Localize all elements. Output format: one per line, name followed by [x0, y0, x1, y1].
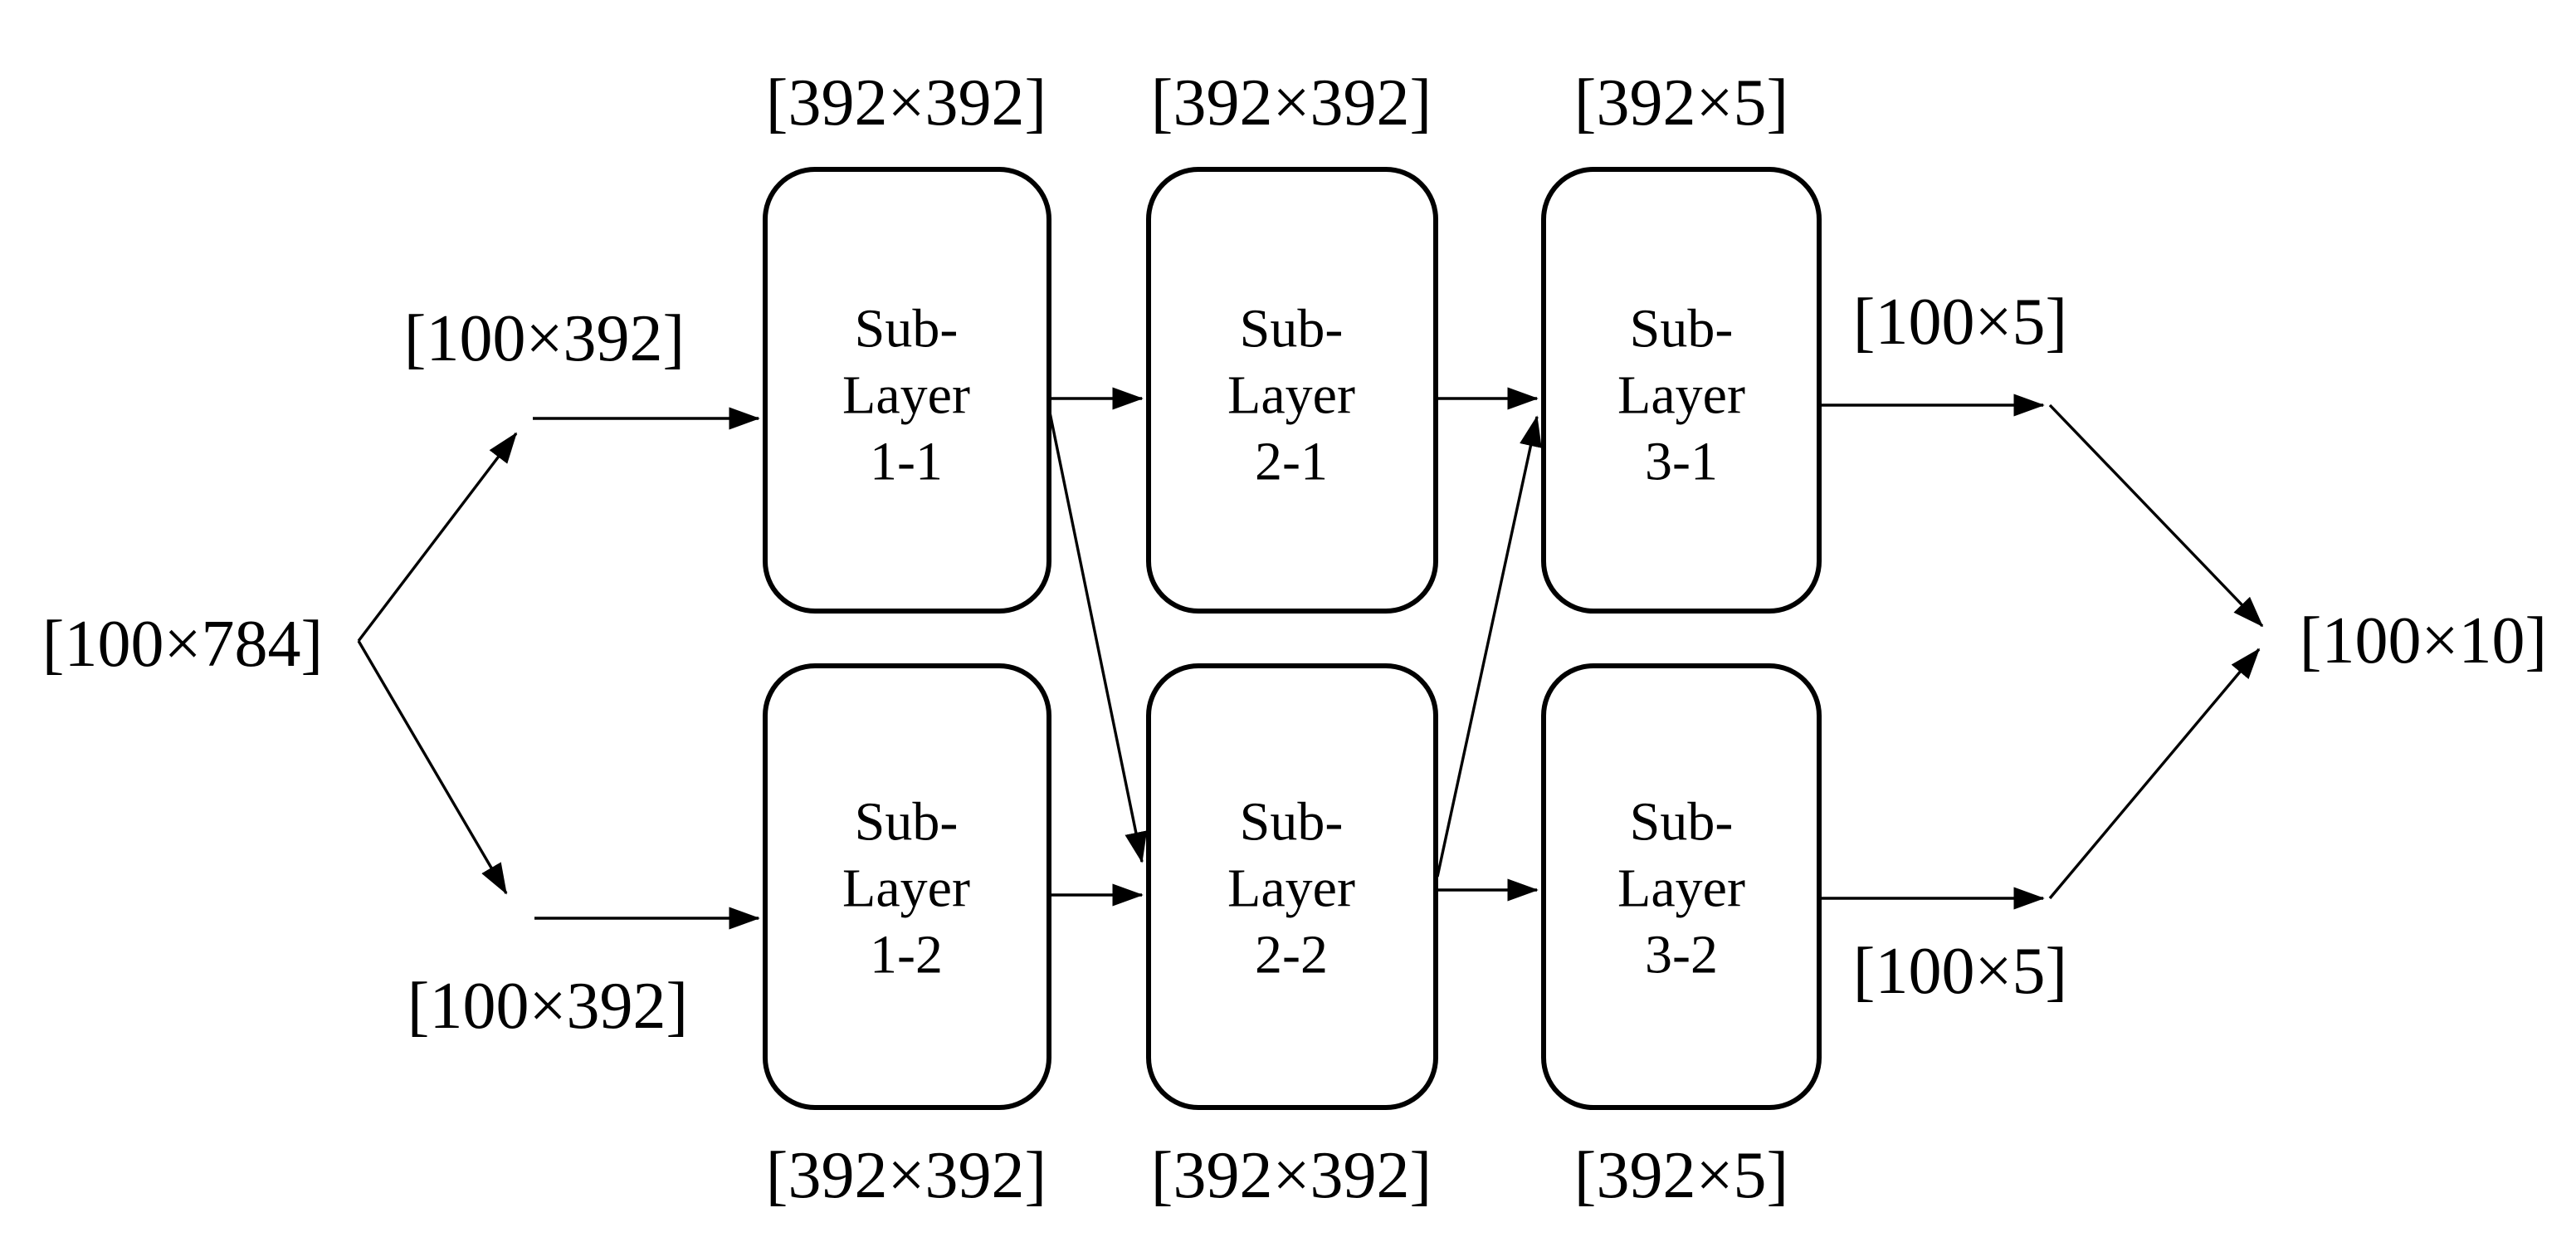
- sublayer-1-1-label-line1: Sub-: [855, 299, 959, 359]
- weight-label-sublayer-1-1: [392×392]: [766, 66, 1046, 139]
- sublayer-2-1-box: [1146, 167, 1438, 614]
- edge-output-bottom-to-final-arrow: [2048, 648, 2261, 900]
- sublayer-1-1-label-line2: Layer: [842, 365, 970, 426]
- sublayer-2-1-label-line2: Layer: [1227, 365, 1355, 426]
- branch-bottom-dimension-label: [100×392]: [407, 970, 688, 1043]
- sublayer-2-2-box: [1146, 663, 1438, 1110]
- sublayer-1-2-box: [763, 663, 1051, 1110]
- sublayer-1-1-label-line3: 1-1: [870, 432, 943, 492]
- edge-output-top-to-final-arrow: [2048, 403, 2264, 628]
- edges: [357, 387, 2264, 930]
- sublayer-boxes: Sub- Layer 1-1 Sub- Layer 2-1 Sub- Layer…: [763, 167, 1822, 1110]
- sublayer-3-1-label-line2: Layer: [1617, 365, 1745, 426]
- branch-top-dimension-label: [100×392]: [404, 302, 685, 375]
- sublayer-2-2: Sub- Layer 2-2: [1146, 663, 1438, 1110]
- sublayer-1-1: Sub- Layer 1-1: [763, 167, 1051, 614]
- input-dimension-label: [100×784]: [42, 608, 323, 681]
- sublayer-2-2-label-line1: Sub-: [1240, 792, 1344, 853]
- weight-label-sublayer-1-2: [392×392]: [766, 1139, 1046, 1212]
- sublayer-1-2-label-line1: Sub-: [855, 792, 959, 853]
- sublayer-2-1-label-line3: 2-1: [1255, 432, 1328, 492]
- sublayer-1-1-box: [763, 167, 1051, 614]
- edge-sublayer-2-2-to-3-1-arrow: [1436, 415, 1542, 878]
- sublayer-2-2-label-line2: Layer: [1227, 858, 1355, 919]
- sublayer-3-1-box: [1541, 167, 1822, 614]
- sublayer-3-2-label-line1: Sub-: [1630, 792, 1734, 853]
- edge-input-branch-top-arrow: [357, 432, 518, 643]
- edge-input-branch-bottom-arrow: [357, 640, 508, 895]
- sublayer-1-2-label-line3: 1-2: [870, 925, 943, 985]
- weight-label-sublayer-3-1: [392×5]: [1574, 66, 1788, 139]
- weight-label-sublayer-2-1: [392×392]: [1151, 66, 1432, 139]
- sublayer-3-1: Sub- Layer 3-1: [1541, 167, 1822, 614]
- weight-label-sublayer-3-2: [392×5]: [1574, 1139, 1788, 1212]
- sublayer-3-2-box: [1541, 663, 1822, 1110]
- sublayer-3-1-label-line1: Sub-: [1630, 299, 1734, 359]
- dimension-labels: [100×784] [100×392] [100×392] [392×392] …: [42, 66, 2547, 1212]
- final-output-dimension-label: [100×10]: [2300, 604, 2547, 677]
- edge-sublayer-1-1-to-2-2-arrow: [1047, 408, 1148, 863]
- sublayer-3-2-label-line2: Layer: [1617, 858, 1745, 919]
- sublayer-2-1-label-line1: Sub-: [1240, 299, 1344, 359]
- sublayer-3-1-label-line3: 3-1: [1645, 432, 1718, 492]
- sublayer-2-2-label-line3: 2-2: [1255, 925, 1328, 985]
- sublayer-1-2-label-line2: Layer: [842, 858, 970, 919]
- output-bottom-dimension-label: [100×5]: [1853, 935, 2067, 1008]
- sublayer-2-1: Sub- Layer 2-1: [1146, 167, 1438, 614]
- sublayer-3-2: Sub- Layer 3-2: [1541, 663, 1822, 1110]
- output-top-dimension-label: [100×5]: [1853, 286, 2067, 359]
- sublayer-1-2: Sub- Layer 1-2: [763, 663, 1051, 1110]
- sublayer-3-2-label-line3: 3-2: [1645, 925, 1718, 985]
- weight-label-sublayer-2-2: [392×392]: [1151, 1139, 1432, 1212]
